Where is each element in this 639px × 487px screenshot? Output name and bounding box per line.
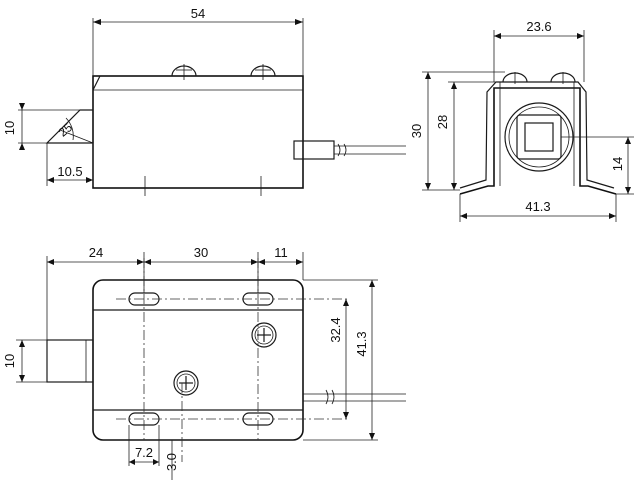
dim-screw-offset: 3.0 bbox=[164, 453, 179, 471]
side-plunger-inner bbox=[524, 122, 554, 152]
top-body-corner bbox=[92, 75, 101, 91]
top-plunger-wedge bbox=[45, 109, 93, 144]
front-screw-left bbox=[173, 370, 199, 396]
top-body-outline bbox=[92, 75, 304, 189]
dim-overall-length: 54 bbox=[191, 6, 205, 21]
side-view: 23.6 30 28 14 41.3 bbox=[409, 19, 634, 222]
dim-hole-spacing-left: 24 bbox=[89, 245, 103, 260]
dim-plunger-length: 10.5 bbox=[57, 164, 82, 179]
dim-slot-offset: 7.2 bbox=[135, 445, 153, 460]
front-view: 24 30 11 32.4 41.3 10 7.2 3.0 bbox=[2, 245, 406, 480]
front-plunger bbox=[46, 339, 94, 383]
dim-hole-spacing-right: 11 bbox=[274, 245, 288, 260]
top-view: 54 10 25 10.5 bbox=[2, 6, 406, 196]
dim-body-width: 41.3 bbox=[354, 331, 369, 356]
dim-chamfer-angle: 25 bbox=[56, 120, 75, 140]
dim-base-width: 41.3 bbox=[525, 199, 550, 214]
dim-bracket-width: 23.6 bbox=[526, 19, 551, 34]
side-plunger-square bbox=[516, 114, 562, 160]
dim-plunger-diameter: 10 bbox=[2, 354, 17, 368]
dim-overall-height: 30 bbox=[409, 124, 424, 138]
dim-slot-spacing: 32.4 bbox=[328, 317, 343, 342]
dim-bracket-height: 28 bbox=[435, 115, 450, 129]
dim-hole-spacing-mid: 30 bbox=[194, 245, 208, 260]
dim-plunger-center: 14 bbox=[610, 157, 625, 171]
front-plate-outline bbox=[92, 279, 304, 441]
side-bracket-inner bbox=[459, 81, 615, 189]
top-wire-outlet bbox=[293, 140, 335, 160]
side-bracket-outer bbox=[459, 87, 617, 195]
front-screw-right bbox=[251, 322, 277, 348]
dim-plunger-height: 10 bbox=[2, 121, 17, 135]
